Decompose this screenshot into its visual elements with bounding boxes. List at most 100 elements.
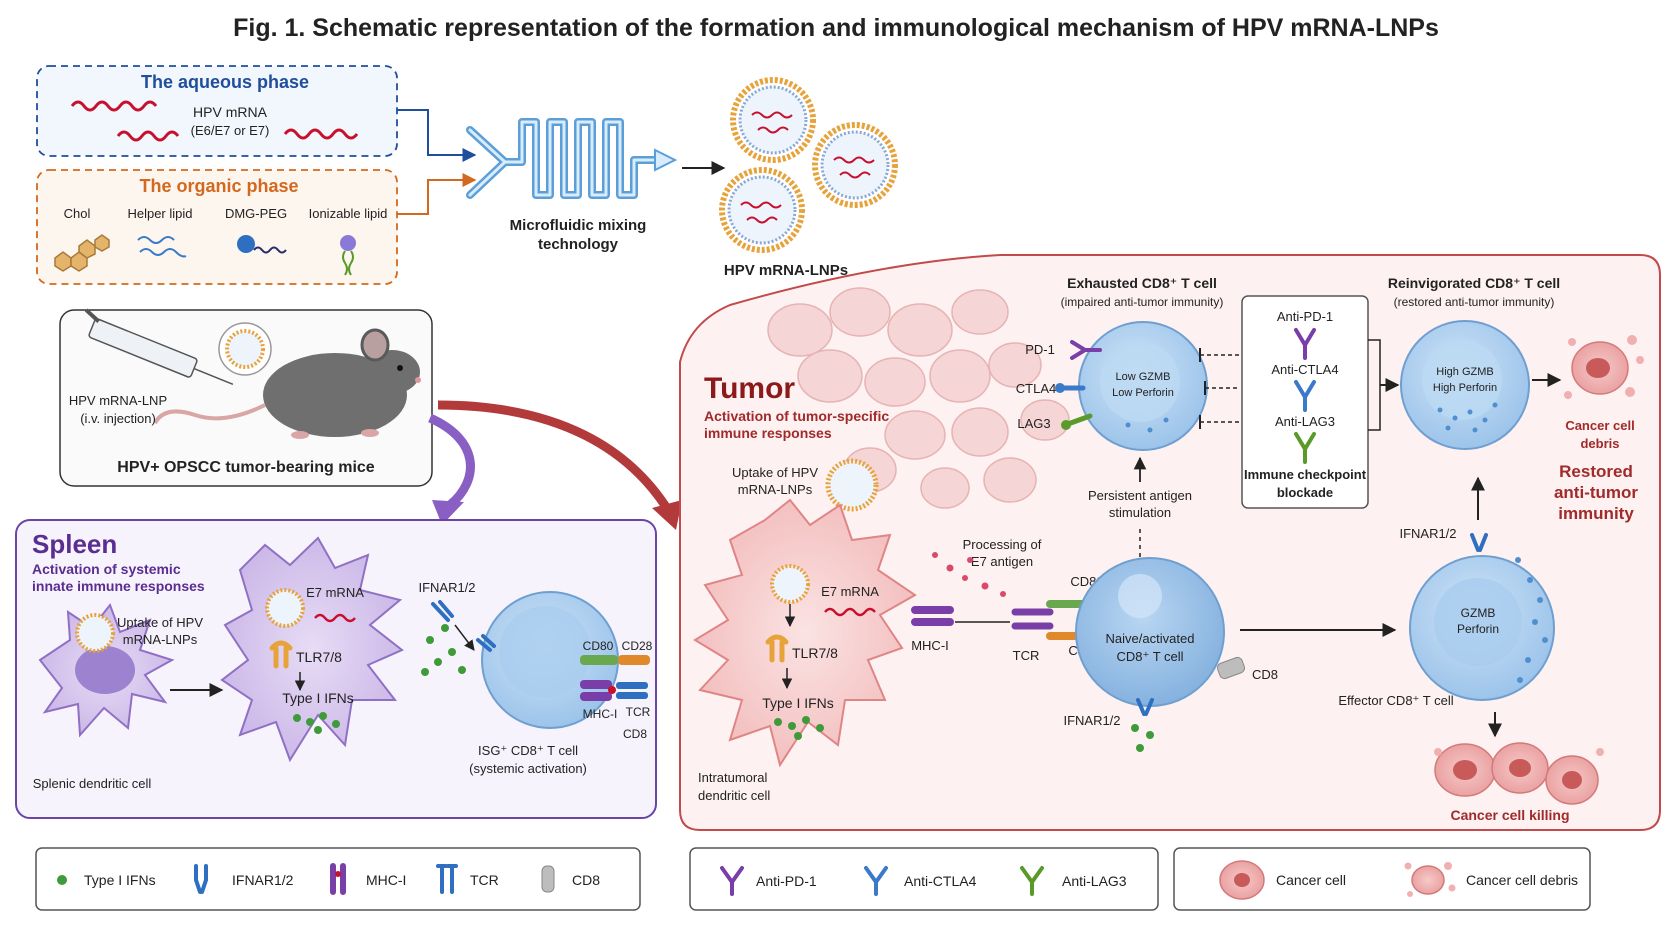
spleen-mhc-label: MHC-I bbox=[583, 707, 618, 721]
legend-mhc-label: MHC-I bbox=[366, 872, 406, 888]
anti-lag3-antibody-icon bbox=[1294, 432, 1316, 464]
tumor-subtitle-2: immune responses bbox=[704, 425, 832, 441]
reinvigorated-nucleus-icon bbox=[1422, 340, 1502, 420]
organic-phase-title: The organic phase bbox=[139, 176, 298, 196]
reinvigorated-title: Reinvigorated CD8⁺ T cell bbox=[1388, 275, 1560, 291]
intratumoral-dc-label: Intratumoral bbox=[698, 770, 767, 785]
icb-label: Immune checkpoint bbox=[1244, 467, 1367, 482]
spleen-tlr-icon bbox=[269, 640, 293, 669]
spleen-uptake-label-2: mRNA-LNPs bbox=[123, 632, 198, 647]
reinvigorated-subtitle: (restored anti-tumor immunity) bbox=[1394, 295, 1555, 309]
organic-flow-line bbox=[397, 173, 477, 215]
tumor-uptake-label-2: mRNA-LNPs bbox=[738, 482, 813, 497]
pd1-label: PD-1 bbox=[1025, 342, 1055, 357]
spleen-uptake-label: Uptake of HPV bbox=[117, 615, 203, 630]
isg-cd8-nucleus-icon bbox=[499, 606, 591, 698]
dc-nucleus-icon bbox=[75, 646, 135, 694]
spleen-lnp-icon bbox=[265, 588, 305, 628]
hpv-mrna-subtype: (E6/E7 or E7) bbox=[191, 123, 270, 138]
spleen-e7-label: E7 mRNA bbox=[306, 585, 364, 600]
cholesterol-icon bbox=[54, 234, 110, 272]
reinvigorated-granule-dots bbox=[1437, 402, 1498, 433]
effector-ifnar-label: IFNAR1/2 bbox=[1399, 526, 1456, 541]
aqueous-flow-line bbox=[397, 109, 477, 162]
injection-route-label: (i.v. injection) bbox=[80, 411, 156, 426]
tumor-e7-mrna-icon bbox=[824, 607, 876, 617]
spleen-e7-mrna-icon bbox=[314, 613, 356, 623]
spleen-tcr-label: TCR bbox=[626, 705, 651, 719]
lnp-particle-icon bbox=[730, 77, 816, 163]
high-perforin-label: High Perforin bbox=[1433, 382, 1497, 394]
injected-lnp-icon bbox=[225, 329, 265, 369]
mixing-technology-label-2: technology bbox=[538, 236, 619, 253]
tumor-e7-label: E7 mRNA bbox=[821, 584, 879, 599]
legend-a-box bbox=[35, 847, 641, 911]
mouse-caption: HPV+ OPSCC tumor-bearing mice bbox=[117, 459, 374, 476]
spleen-title: Spleen bbox=[32, 529, 117, 559]
to-spleen-arrow-head bbox=[432, 500, 464, 525]
spleen-subtitle-1: Activation of systemic bbox=[32, 561, 181, 577]
tumor-uptake-label: Uptake of HPV bbox=[732, 465, 818, 480]
tumor-cell-cluster bbox=[767, 287, 1070, 509]
legend-cancer-debris-label: Cancer cell debris bbox=[1466, 872, 1578, 888]
microfluidic-chip-core bbox=[468, 120, 657, 197]
tumor-dc-lnp-icon bbox=[770, 564, 810, 604]
exhausted-subtitle: (impaired anti-tumor immunity) bbox=[1061, 295, 1224, 309]
spleen-tcr-icon bbox=[616, 682, 648, 689]
high-gzmb-label: High GZMB bbox=[1436, 366, 1493, 378]
aqueous-phase-title: The aqueous phase bbox=[141, 72, 309, 92]
perforin-label: Perforin bbox=[1457, 622, 1499, 636]
restored-label-3: immunity bbox=[1558, 504, 1634, 523]
spleen-ifnar-arrow bbox=[454, 624, 475, 651]
persistent-label-2: stimulation bbox=[1109, 505, 1171, 520]
pd1-receptor-icon bbox=[1070, 340, 1102, 360]
spleen-cd80-cd28-icon bbox=[580, 655, 618, 665]
lipid-label-dmg-peg: DMG-PEG bbox=[225, 206, 287, 221]
processed-antigen-dots bbox=[932, 552, 1006, 597]
naive-cd8-nucleus-icon bbox=[1118, 574, 1162, 618]
killing-label: Cancer cell killing bbox=[1450, 807, 1569, 823]
hpv-mrna-label: HPV mRNA bbox=[193, 104, 268, 120]
tumor-ifnar-icon bbox=[1136, 698, 1154, 716]
tumor-lnp-icon bbox=[825, 458, 879, 512]
syringe-icon bbox=[84, 308, 234, 386]
spleen-ifn-dots-2 bbox=[421, 624, 466, 676]
tumor-cd8-label: CD8 bbox=[1252, 667, 1278, 682]
effector-nucleus-icon bbox=[1434, 578, 1522, 666]
cancer-killing-icon bbox=[1434, 742, 1604, 805]
legend-tcr-label: TCR bbox=[470, 872, 499, 888]
mouse-panel: HPV mRNA-LNP (i.v. injection) HPV+ OPSCC… bbox=[59, 308, 433, 487]
dmg-peg-icon bbox=[237, 235, 287, 254]
restored-label-2: anti-tumor bbox=[1554, 483, 1638, 502]
persistent-label: Persistent antigen bbox=[1088, 488, 1192, 503]
injection-label: HPV mRNA-LNP bbox=[69, 393, 167, 408]
tumor-cd8-icon bbox=[1216, 656, 1246, 680]
anti-ctla4-antibody-icon bbox=[1294, 380, 1316, 412]
effector-granule-dots bbox=[1515, 557, 1548, 683]
legend-cancer-cell-label: Cancer cell bbox=[1276, 872, 1346, 888]
legend-cd8-icon bbox=[541, 865, 555, 893]
intratumoral-dc-label-2: dendritic cell bbox=[698, 788, 770, 803]
legend-a: Type I IFNs IFNAR1/2 MHC-I TCR CD8 bbox=[35, 847, 641, 911]
anti-lag3-label: Anti-LAG3 bbox=[1275, 414, 1335, 429]
legend-b: Anti-PD-1 Anti-CTLA4 Anti-LAG3 bbox=[689, 847, 1159, 911]
spleen-ifnar-receptor-icon bbox=[431, 600, 454, 622]
legend-tcr-icon bbox=[436, 864, 458, 894]
mrna-strand-icon bbox=[116, 130, 180, 142]
chip-outlet-arrow-icon bbox=[654, 148, 678, 172]
figure-title: Fig. 1. Schematic representation of the … bbox=[233, 14, 1439, 42]
tumor-ifn-dots-2 bbox=[1131, 724, 1154, 752]
anti-pd1-label: Anti-PD-1 bbox=[1277, 309, 1333, 324]
cancer-debris-icon bbox=[1564, 335, 1644, 399]
lag3-label: LAG3 bbox=[1017, 416, 1050, 431]
lag3-receptor-head bbox=[1061, 420, 1071, 430]
spleen-mhc-icon bbox=[580, 680, 612, 689]
processing-label: Processing of bbox=[963, 537, 1042, 552]
legend-ifnar-icon bbox=[194, 864, 208, 894]
tumor-ifnar-label: IFNAR1/2 bbox=[1063, 713, 1120, 728]
intratumoral-dendritic-cell-icon bbox=[693, 498, 917, 768]
spleen-tcr-icon-2 bbox=[616, 692, 648, 699]
to-tumor-arrow bbox=[437, 400, 672, 513]
formation-section: The aqueous phase HPV mRNA (E6/E7 or E7)… bbox=[36, 65, 898, 285]
uptake-lnp-icon bbox=[75, 613, 115, 653]
